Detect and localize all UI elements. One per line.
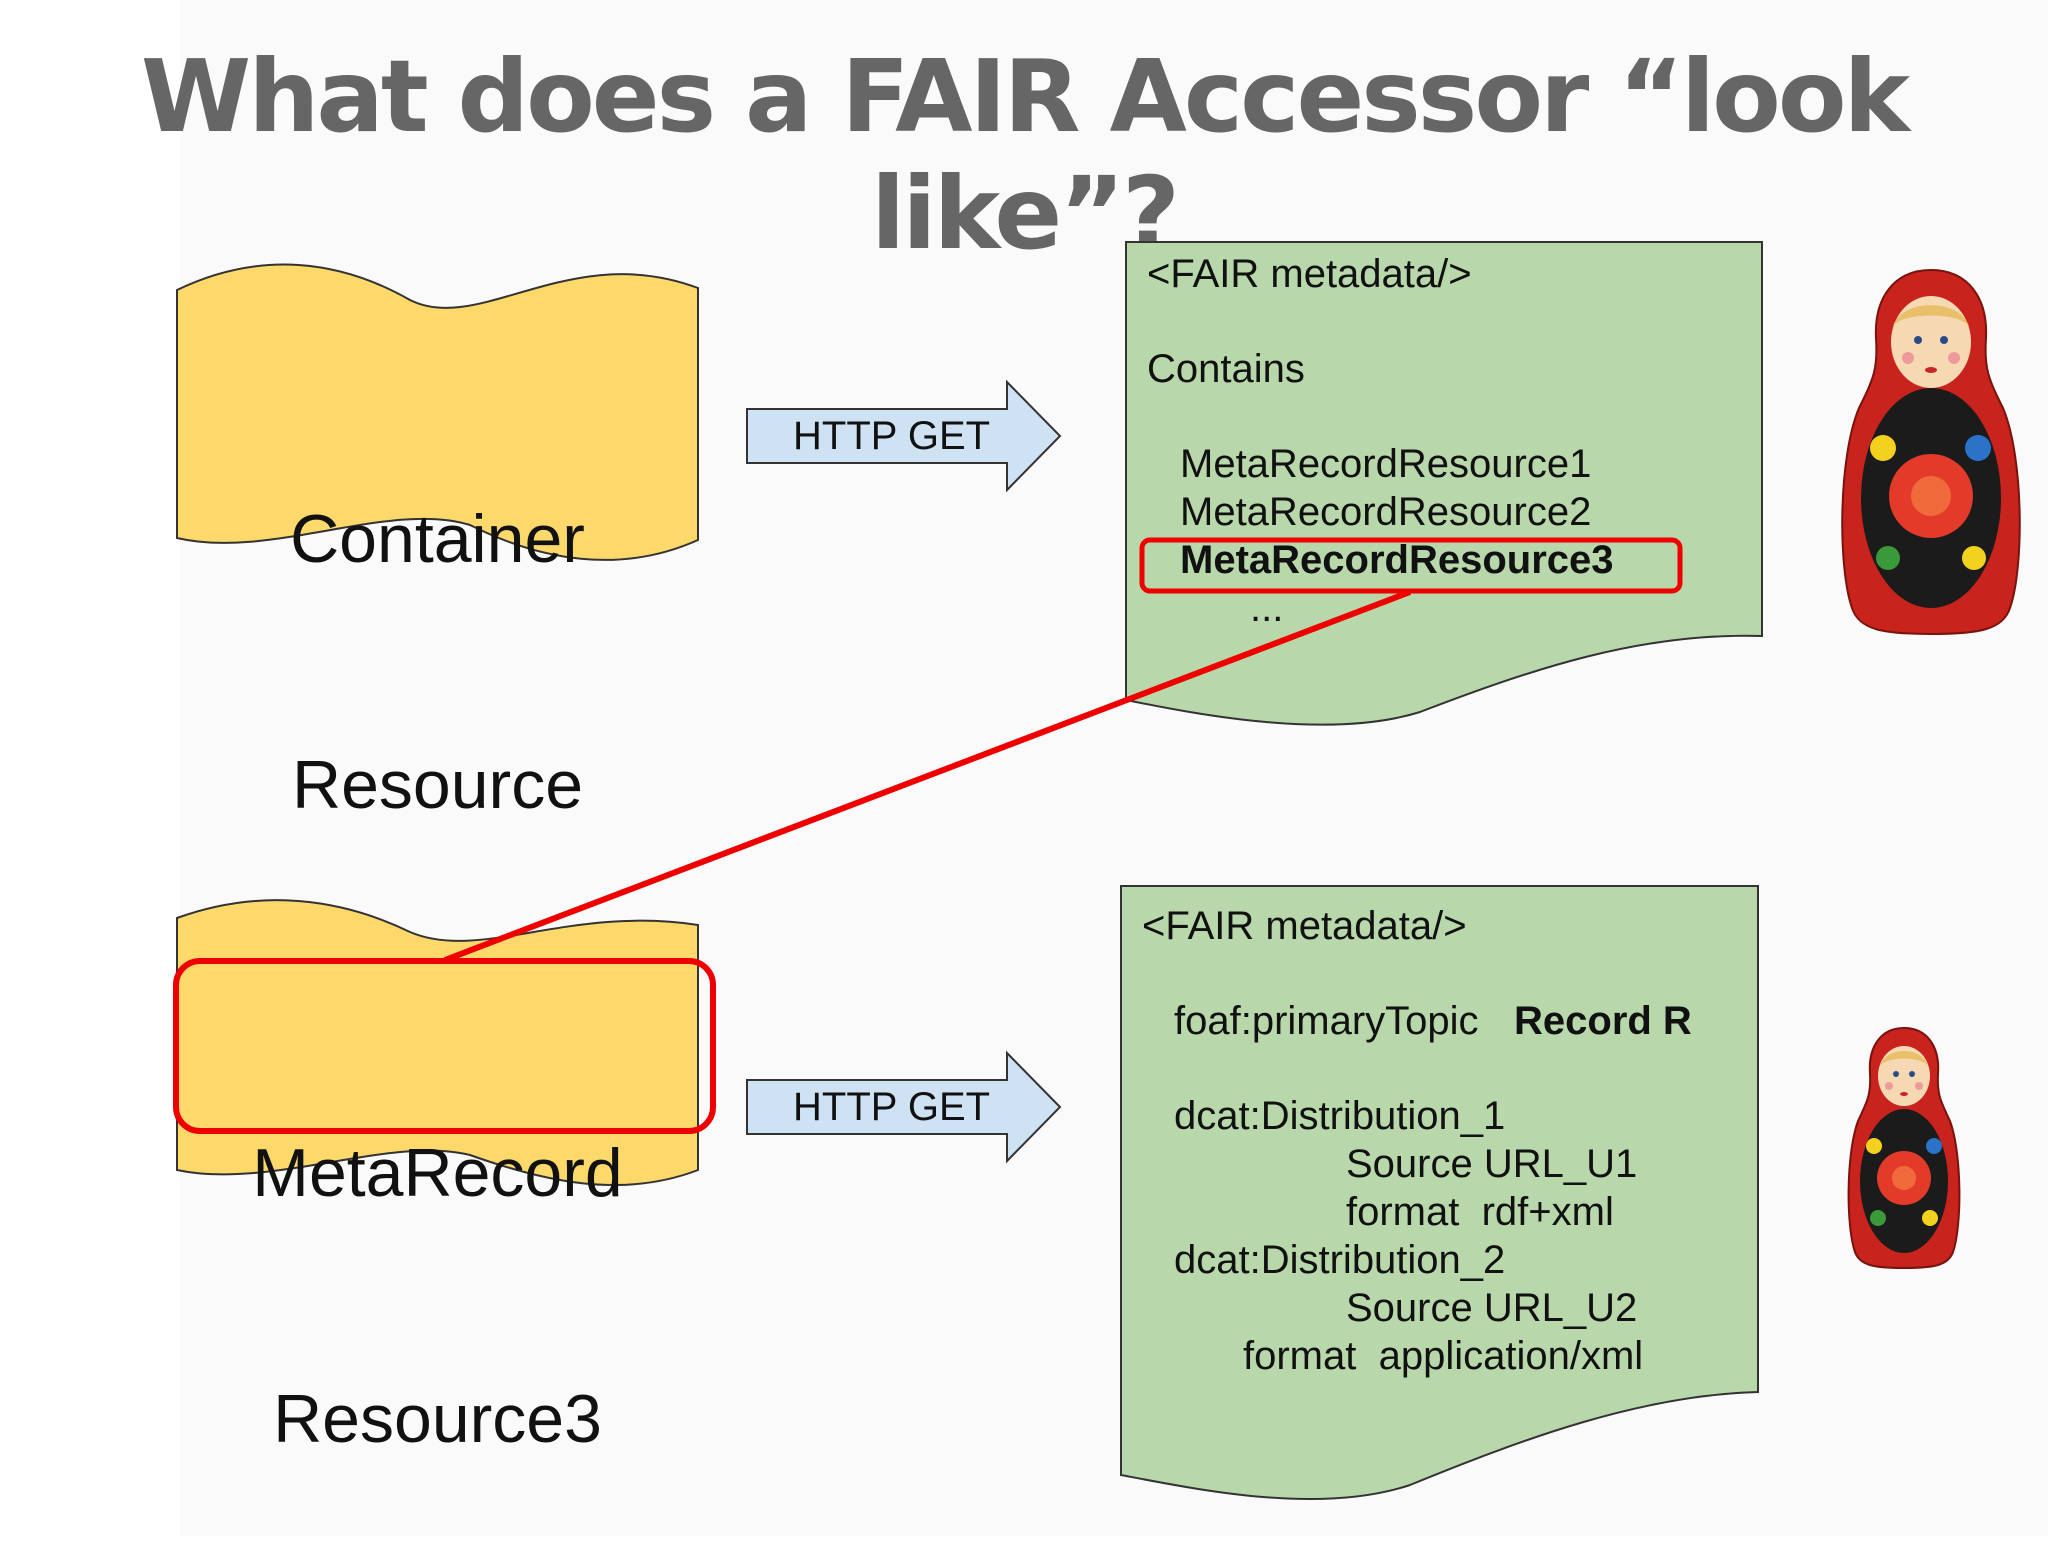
distribution-2-format: format application/xml — [1243, 1334, 1644, 1378]
http-get-arrow-top — [746, 379, 1062, 493]
metarecord-resource-shape — [176, 899, 699, 1187]
meta-record-item: MetaRecordResource1 — [1180, 442, 1592, 486]
meta-record-item: MetaRecordResource2 — [1180, 490, 1592, 534]
http-get-label-top: HTTP GET — [793, 414, 991, 458]
container-resource-label: Container Resource — [290, 501, 585, 823]
highlight-box-metarecord-resource3 — [173, 958, 716, 1134]
contains-label: Contains — [1147, 347, 1305, 391]
distribution-2: dcat:Distribution_2 — [1174, 1238, 1506, 1282]
http-get-arrow-bottom — [746, 1050, 1062, 1164]
slide-title: What does a FAIR Accessor “look like”? — [140, 38, 1910, 272]
metarecord-resource-label: MetaRecord Resource3 — [252, 1135, 623, 1457]
fair-metadata-doc-top — [1125, 241, 1763, 726]
fair-metadata-header-top: <FAIR metadata/> — [1147, 252, 1472, 296]
distribution-1-format: format rdf+xml — [1346, 1190, 1614, 1234]
http-get-label-bottom: HTTP GET — [793, 1085, 991, 1129]
distribution-1: dcat:Distribution_1 — [1174, 1094, 1506, 1138]
fair-metadata-header-bottom: <FAIR metadata/> — [1142, 904, 1467, 948]
fair-metadata-doc-bottom — [1120, 885, 1759, 1501]
container-resource-shape — [176, 263, 699, 561]
meta-record-ellipsis: ... — [1250, 586, 1284, 630]
highlight-box-metarecord3 — [1139, 537, 1683, 594]
matryoshka-doll-large — [1841, 268, 2021, 636]
distribution-2-source: Source URL_U2 — [1346, 1286, 1638, 1330]
distribution-1-source: Source URL_U1 — [1346, 1142, 1638, 1186]
matryoshka-doll-small — [1847, 1026, 1961, 1270]
primary-topic-key: foaf:primaryTopic — [1174, 999, 1479, 1043]
meta-record-item-highlighted: MetaRecordResource3 — [1180, 538, 1614, 582]
link-line — [443, 589, 1412, 963]
primary-topic-value: Record R — [1514, 999, 1692, 1043]
